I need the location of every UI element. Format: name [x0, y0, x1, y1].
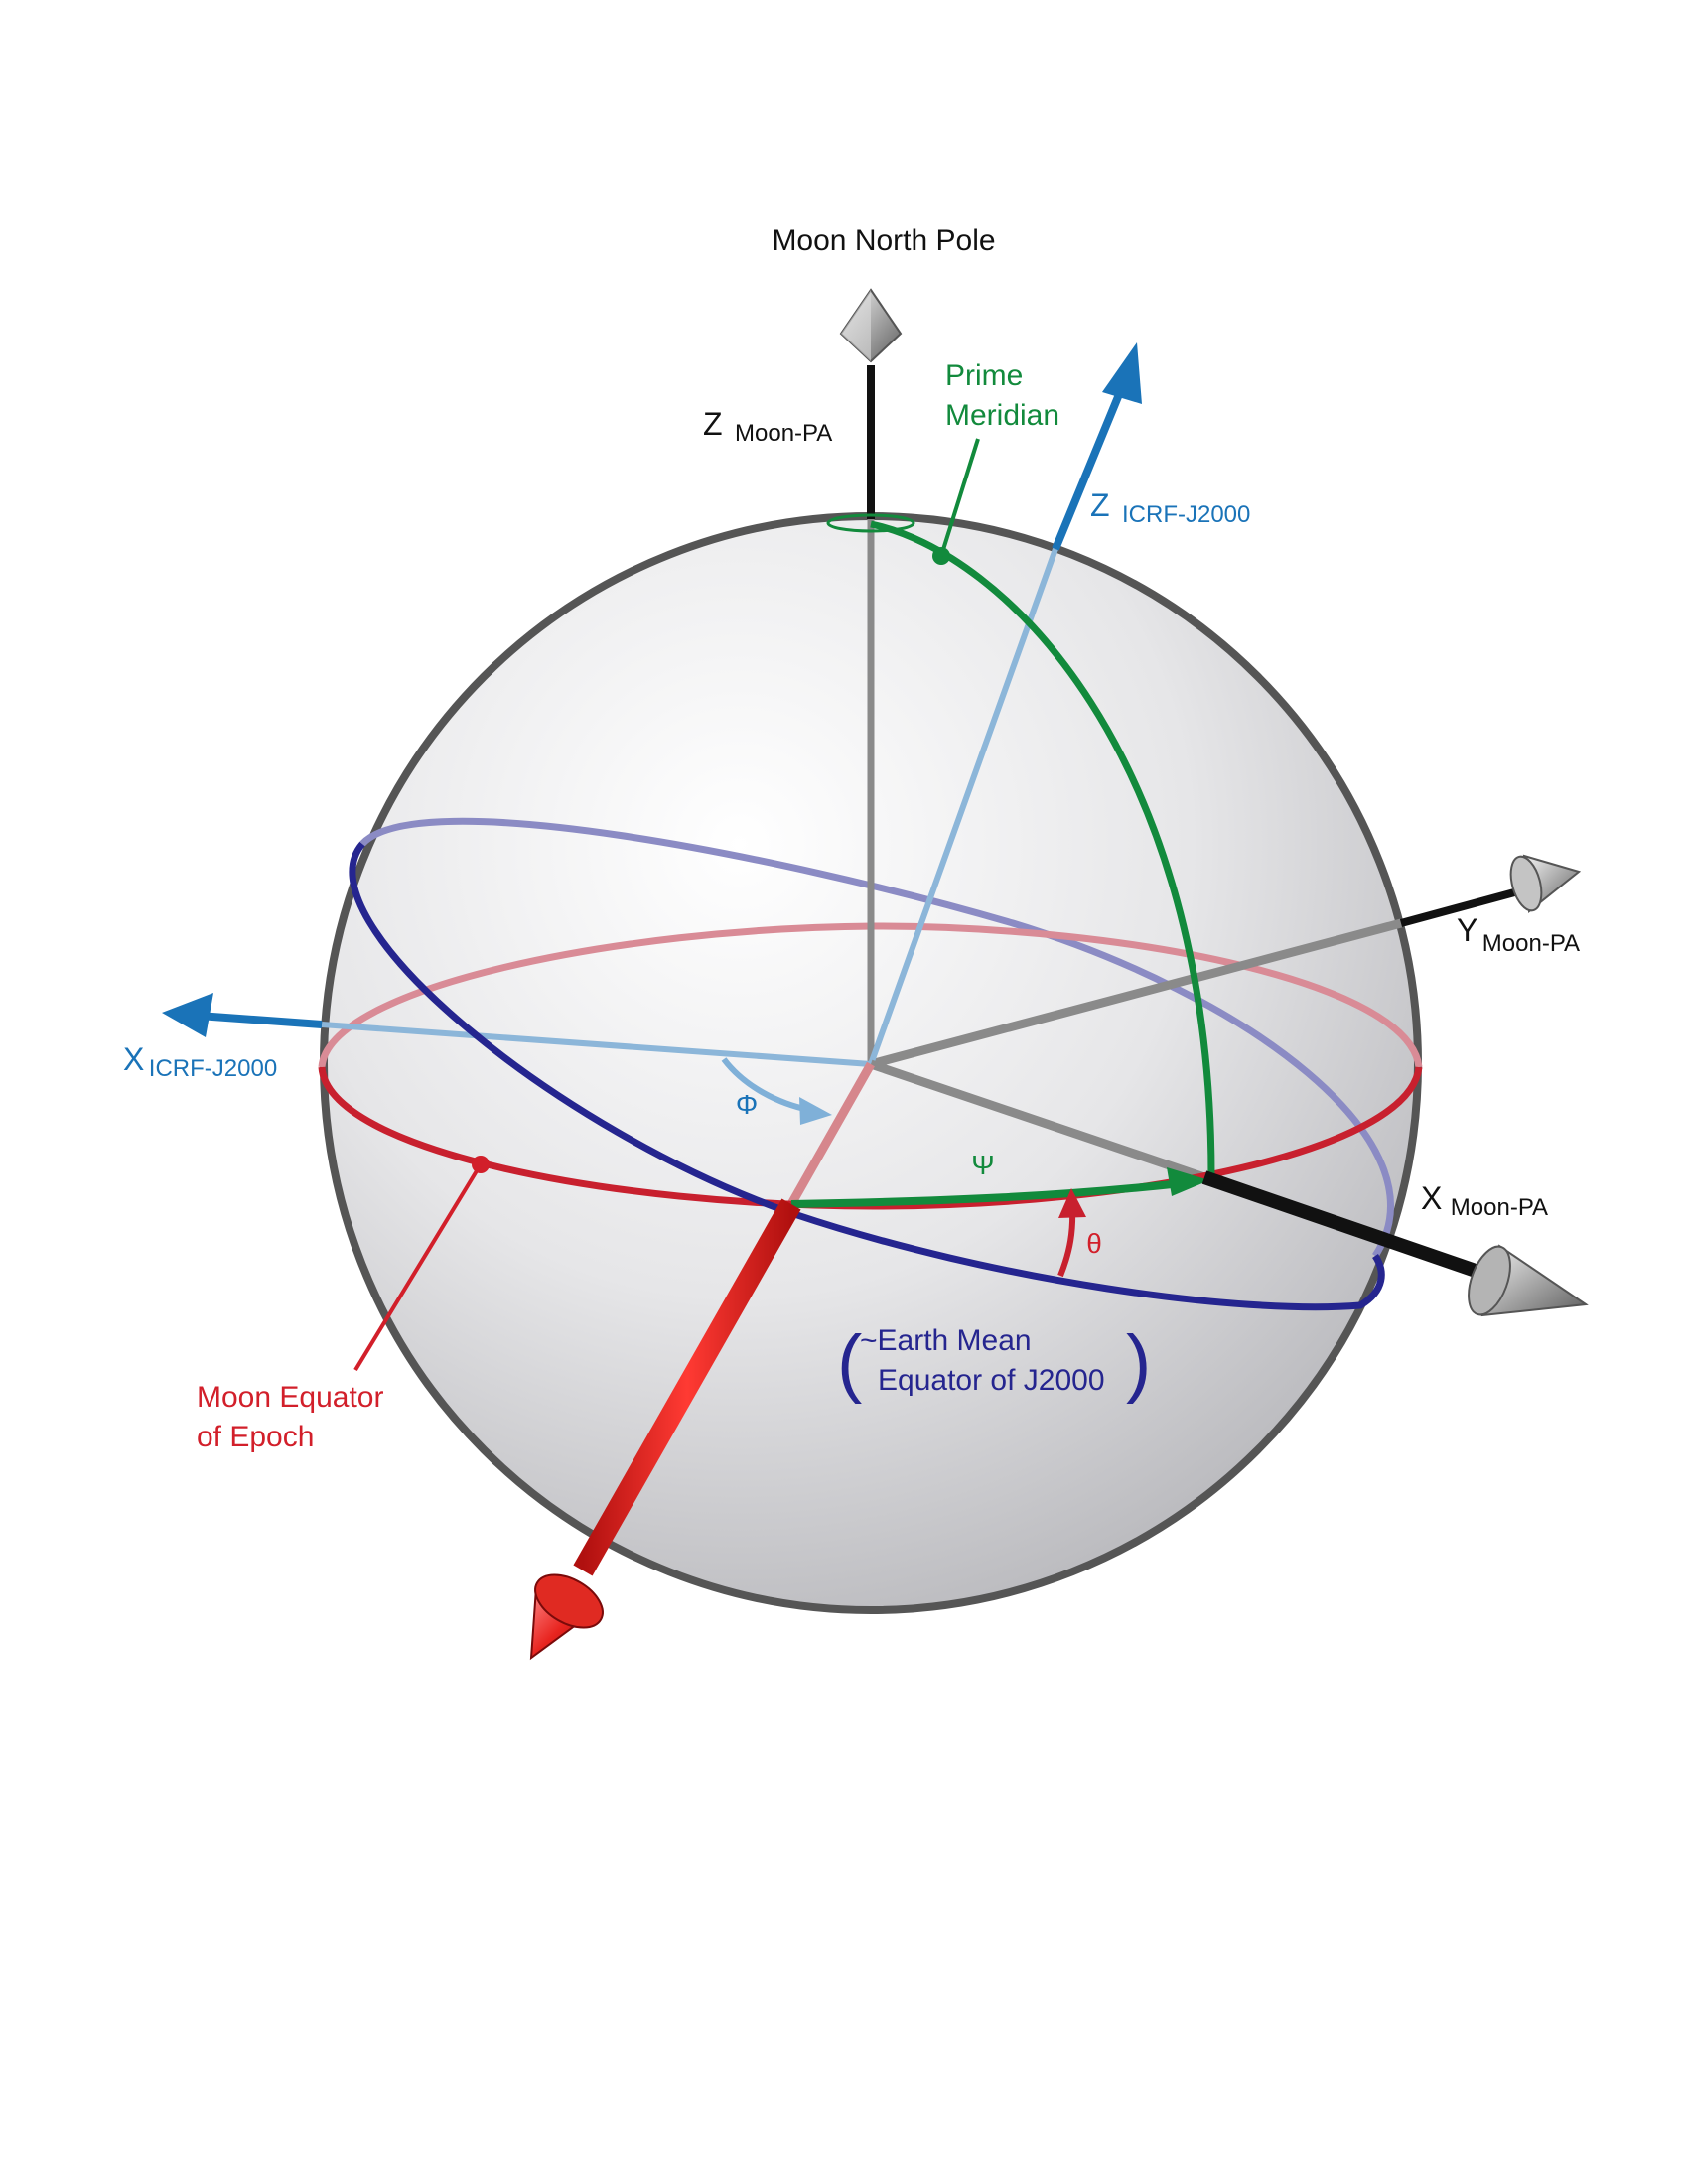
z-icrf-main: Z [1090, 487, 1110, 523]
z-moon-pa-main: Z [703, 406, 723, 442]
prime-meridian-leader [939, 438, 980, 557]
x-moon-pa-axis-inner [869, 1059, 1206, 1182]
psi-label: Ψ [971, 1150, 994, 1180]
x-moon-pa-label: X Moon-PA [1421, 1180, 1548, 1221]
prime-meridian-label-line1: Prime [945, 359, 1023, 392]
y-moon-pa-label: Y Moon-PA [1457, 912, 1580, 957]
y-moon-pa-sub: Moon-PA [1482, 930, 1580, 957]
earth-equator-back-arc [359, 817, 1394, 1258]
moon-equator-label-line2: of Epoch [197, 1421, 314, 1453]
earth-mean-label-line2: Equator of J2000 [878, 1364, 1105, 1397]
phi-arc [721, 1057, 810, 1113]
psi-arc [790, 1179, 1183, 1208]
z-icrf-arrowhead [1102, 342, 1142, 404]
moon-equator-leader [353, 1162, 483, 1372]
y-moon-pa-axis-inner [869, 918, 1403, 1069]
earth-mean-right-paren: ) [1126, 1320, 1151, 1405]
moon-north-pole-label: Moon North Pole [772, 224, 995, 257]
z-icrf-axis-inner [868, 547, 1058, 1066]
x-icrf-main: X [123, 1041, 144, 1077]
z-icrf-sub: ICRF-J2000 [1122, 501, 1250, 528]
x-icrf-axis-inner [321, 1022, 872, 1067]
theta-arrowhead [1058, 1188, 1086, 1218]
red-axis-arrowhead-icon [529, 1573, 604, 1661]
x-moon-pa-axis-outer [1201, 1170, 1507, 1288]
z-moon-pa-arrowhead-icon [839, 288, 903, 363]
phi-label: Φ [736, 1089, 758, 1120]
earth-mean-left-paren: ( [837, 1320, 862, 1405]
red-axis-outer [573, 1198, 801, 1576]
z-moon-pa-label: Z Moon-PA [703, 406, 832, 447]
red-axis-inner [787, 1061, 875, 1207]
pole-ring [826, 513, 915, 533]
theta-label: θ [1086, 1228, 1102, 1259]
x-moon-pa-main: X [1421, 1180, 1442, 1216]
earth-mean-label-line1: ~Earth Mean [860, 1324, 1032, 1357]
x-moon-pa-sub: Moon-PA [1451, 1194, 1548, 1221]
prime-meridian-arc [870, 520, 1215, 1177]
psi-arrowhead [1167, 1167, 1209, 1196]
y-moon-pa-arrowhead-icon [1509, 854, 1582, 913]
x-icrf-axis-outer [198, 1012, 323, 1028]
x-icrf-label: X ICRF-J2000 [123, 1041, 277, 1082]
moon-equator-label-line1: Moon Equator [197, 1381, 383, 1414]
z-moon-pa-sub: Moon-PA [735, 420, 832, 447]
x-moon-pa-arrowhead-icon [1468, 1244, 1589, 1317]
prime-meridian-label-line2: Meridian [945, 399, 1059, 432]
earth-equator-front-arc [349, 841, 1385, 1311]
y-moon-pa-main: Y [1457, 912, 1477, 948]
phi-arrowhead [799, 1097, 832, 1125]
x-icrf-sub: ICRF-J2000 [149, 1055, 277, 1082]
x-icrf-arrowhead [162, 993, 213, 1037]
z-icrf-label: Z ICRF-J2000 [1090, 487, 1250, 528]
y-moon-pa-axis-outer [1399, 885, 1531, 927]
z-icrf-axis-outer [1052, 385, 1126, 551]
